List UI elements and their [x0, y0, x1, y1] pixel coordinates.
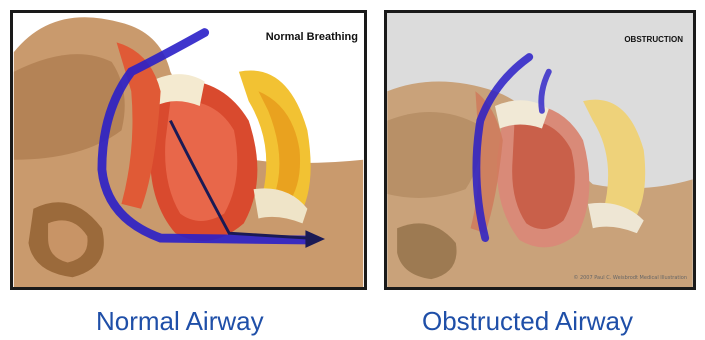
normal-airway-caption: Normal Airway	[96, 306, 264, 337]
panel-title: Normal Breathing	[266, 31, 358, 43]
normal-airway-illustration	[13, 13, 364, 287]
panel-title: OBSTRUCTION	[624, 35, 683, 44]
normal-airway-panel: Normal Breathing	[10, 10, 367, 290]
obstructed-airway-illustration	[387, 13, 693, 287]
obstructed-airway-panel: OBSTRUCTION © 2007 Paul C. Weisbrodt Med…	[384, 10, 696, 290]
obstructed-airway-caption: Obstructed Airway	[422, 306, 633, 337]
illustration-credit: © 2007 Paul C. Weisbrodt Medical Illustr…	[573, 275, 687, 281]
